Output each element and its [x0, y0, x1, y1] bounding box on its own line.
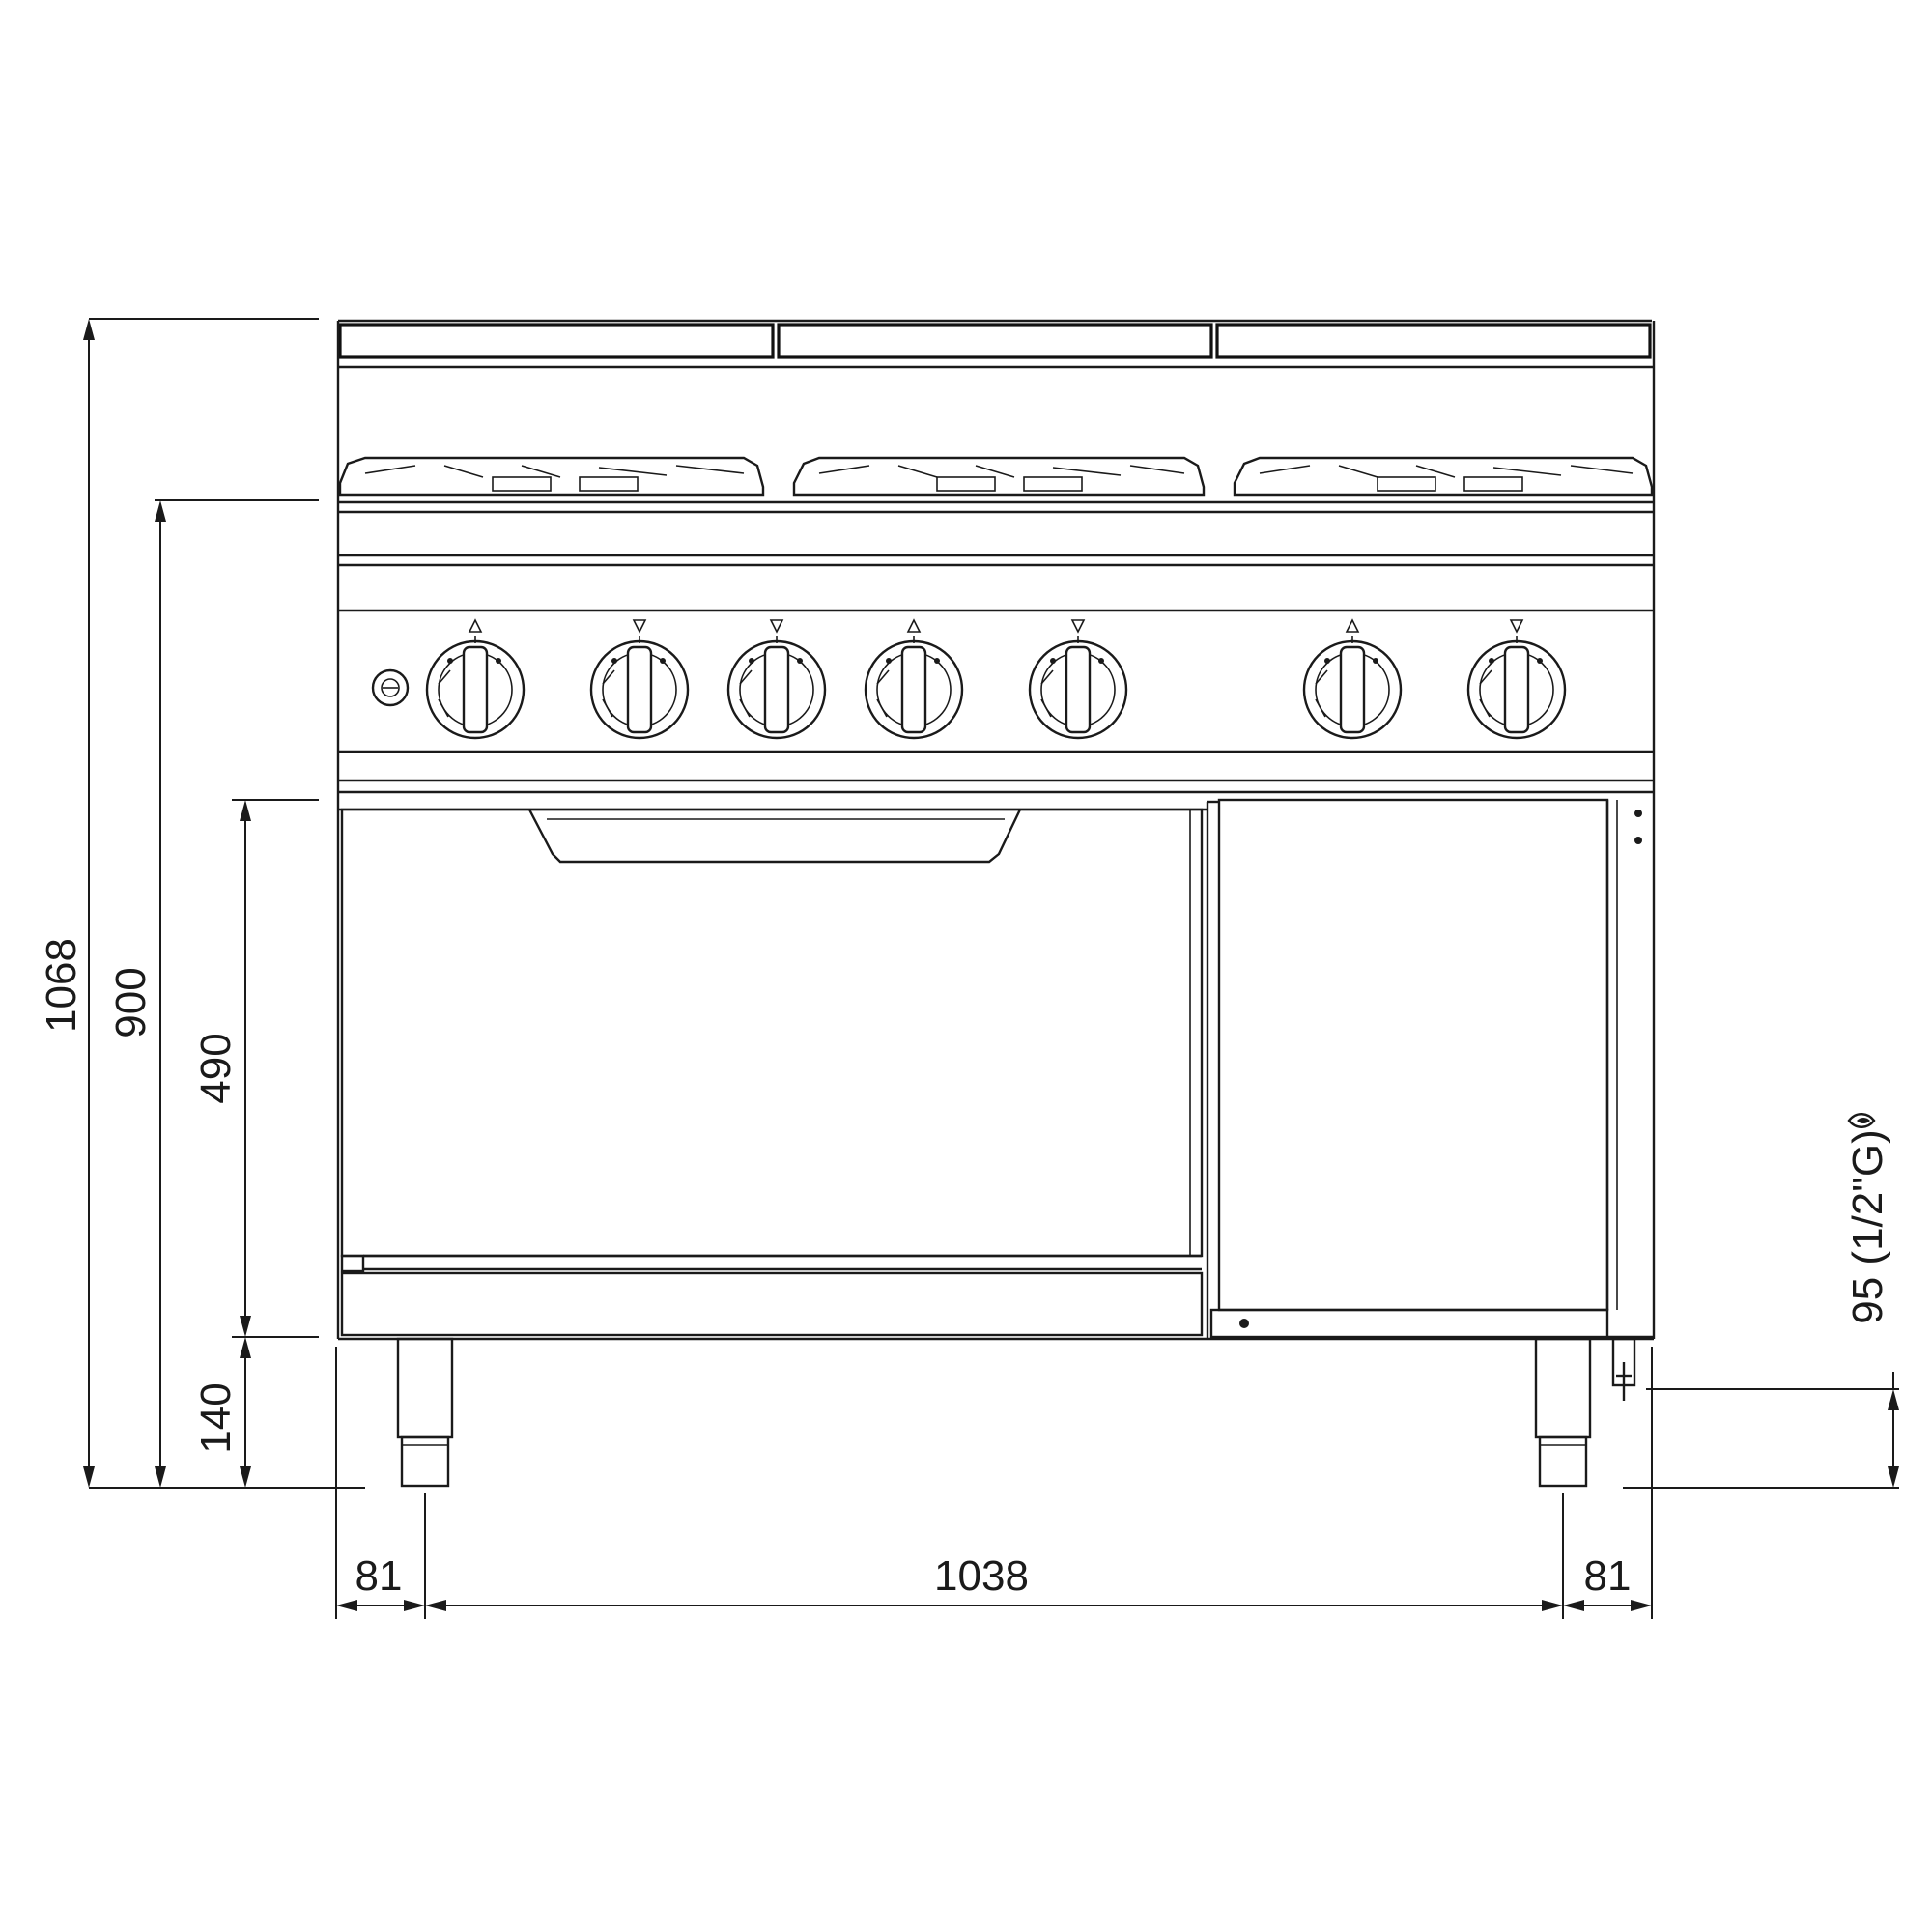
- grate-right: [1233, 456, 1654, 497]
- dim-worktop-height: 900: [107, 967, 155, 1037]
- dim-oven-height: 490: [192, 1033, 240, 1103]
- control-knob-icon[interactable]: [726, 619, 827, 740]
- control-knob-icon[interactable]: [425, 618, 526, 740]
- dim-leg-span: 1038: [934, 1552, 1029, 1600]
- knob-position-marker: [769, 619, 784, 634]
- control-knob-icon[interactable]: [1466, 619, 1567, 740]
- gas-flame-icon: [1847, 1113, 1876, 1128]
- dim-total-height: 1068: [38, 938, 85, 1033]
- range-cooker: [336, 319, 1656, 1488]
- leg-right: [1534, 1337, 1592, 1488]
- control-knobs: [425, 618, 1567, 740]
- grate-left: [338, 456, 765, 497]
- grate-middle: [792, 456, 1206, 497]
- leg-left: [396, 1337, 454, 1488]
- backsplash: [336, 319, 1656, 1339]
- dim-gas-connection: 95 (1/2"G): [1844, 1129, 1891, 1323]
- dimension-lines: [83, 318, 1899, 1619]
- piezo-igniter-icon[interactable]: [371, 668, 410, 707]
- oven-door-handle: [527, 809, 1022, 864]
- knob-position-marker: [1345, 618, 1360, 633]
- control-knob-icon[interactable]: [1302, 618, 1403, 740]
- knob-position-marker: [906, 618, 922, 633]
- burner-grates: [338, 456, 1654, 497]
- control-knob-icon[interactable]: [589, 619, 690, 740]
- control-knob-icon[interactable]: [864, 618, 964, 740]
- knob-position-marker: [1509, 619, 1524, 634]
- knob-position-marker: [1070, 619, 1086, 634]
- knob-position-marker: [468, 618, 483, 633]
- cabinet-door[interactable]: [1208, 798, 1654, 1339]
- gas-connection-pipe: [1611, 1337, 1636, 1401]
- dim-right-offset: 81: [1584, 1552, 1632, 1600]
- knob-position-marker: [632, 619, 647, 634]
- dim-left-offset: 81: [355, 1552, 403, 1600]
- control-panel: [338, 618, 1654, 794]
- dim-leg-height: 140: [192, 1382, 240, 1453]
- control-knob-icon[interactable]: [1028, 619, 1128, 740]
- oven-plinth: [340, 802, 1209, 1339]
- dimension-labels: 1068 900 490 140 81 1038 81 95 (1/2"G): [38, 938, 1891, 1600]
- oven-door[interactable]: [338, 808, 1208, 1273]
